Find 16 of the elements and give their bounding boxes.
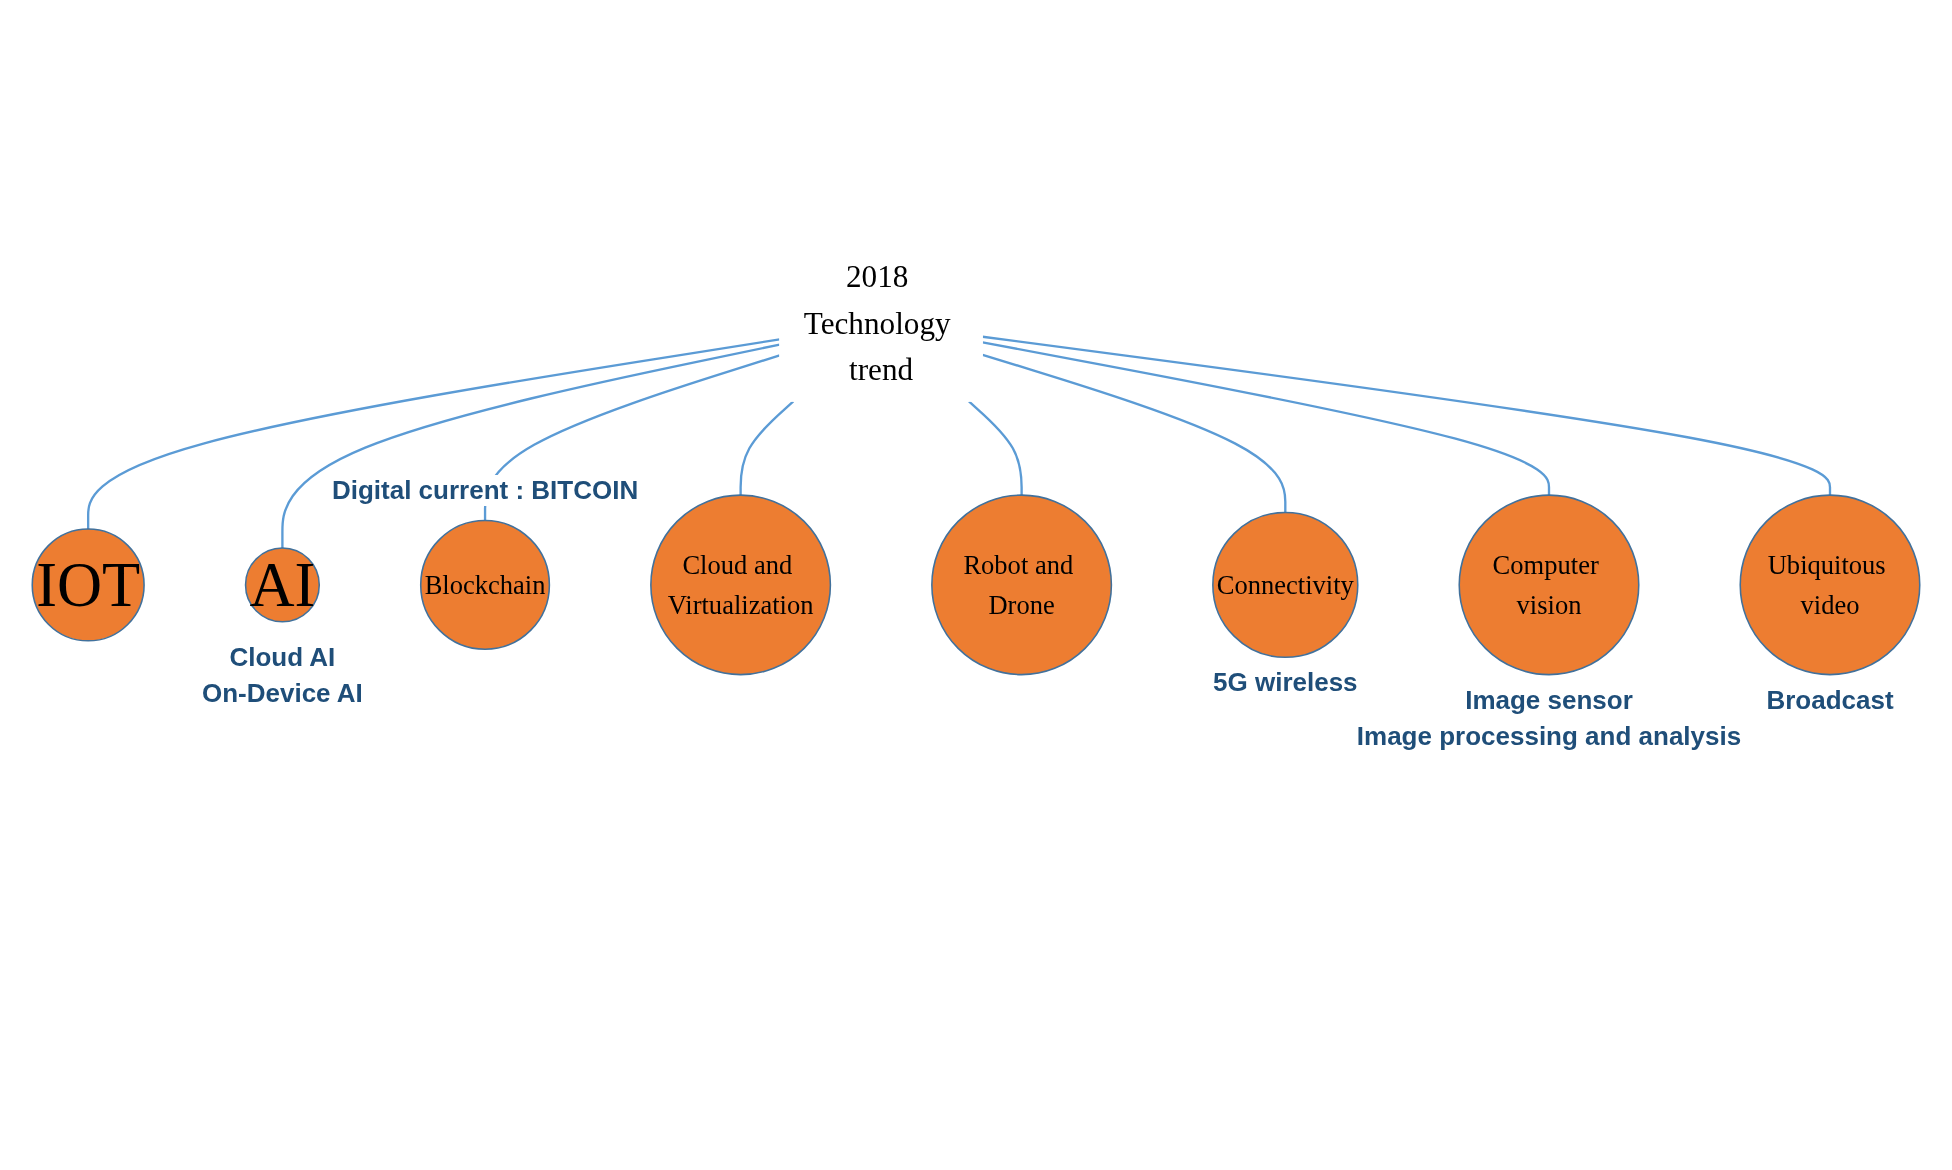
ellipse-node: IOT — [31, 528, 145, 642]
connector — [483, 354, 780, 521]
ellipse-node: Connectivity — [1212, 511, 1359, 659]
connector — [87, 338, 780, 529]
connector — [982, 341, 1551, 496]
connector — [982, 335, 1832, 496]
connector — [968, 400, 1023, 496]
connector — [982, 353, 1287, 513]
ellipse-node: Cloud and Virtualization — [650, 494, 832, 676]
ellipse-node: AI — [244, 547, 321, 623]
ellipse-node: Ubiquitous video — [1739, 494, 1921, 676]
ellipse-node: Computer vision — [1458, 494, 1640, 676]
connector — [739, 400, 795, 496]
ellipse-node: Robot and Drone — [931, 494, 1113, 676]
ellipse-node: Blockchain — [419, 519, 551, 650]
connector — [281, 343, 780, 549]
